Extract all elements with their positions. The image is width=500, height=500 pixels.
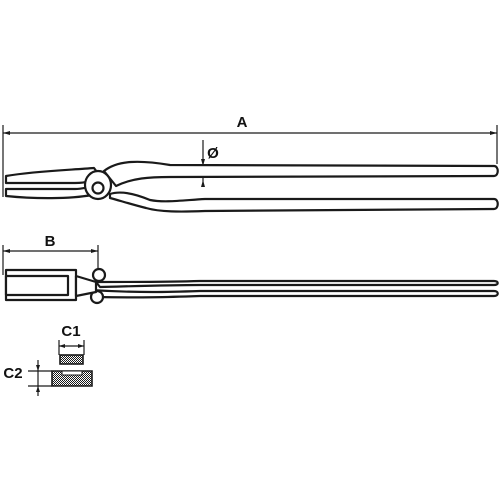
- diameter-label: Ø: [207, 145, 219, 162]
- dimension-a-label: A: [237, 114, 248, 131]
- tongs-side-view: [4, 267, 499, 305]
- pivot-rivet-icon: [91, 181, 105, 195]
- jaw-cross-section: C1 C2: [3, 323, 93, 396]
- diameter-marker: Ø: [201, 140, 219, 187]
- dimension-b-label: B: [45, 233, 56, 250]
- dimension-c2-label: C2: [3, 365, 22, 382]
- tongs-top-view: [4, 160, 499, 213]
- dimension-a: A: [2, 114, 498, 197]
- dimension-b: B: [2, 233, 99, 275]
- section-top-block: [59, 354, 84, 365]
- dimension-c1-label: C1: [61, 323, 80, 340]
